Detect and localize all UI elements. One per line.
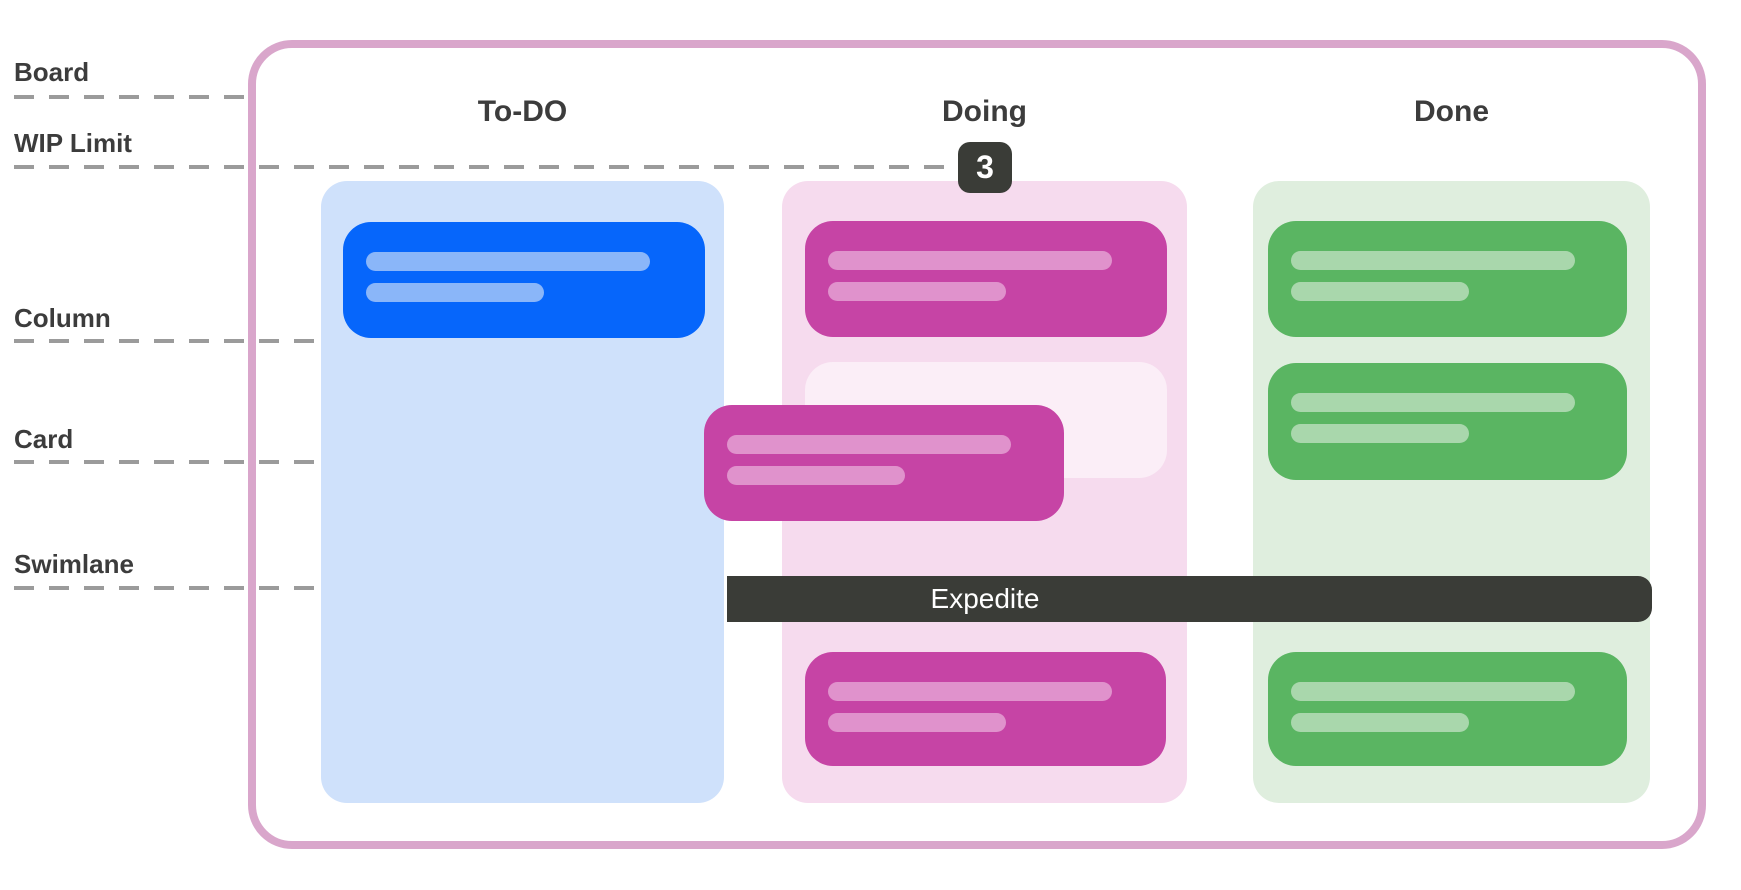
legend-swimlane-label: Swimlane [14, 549, 134, 579]
card-done-1 [1268, 221, 1627, 337]
legend-board-label: Board [14, 57, 90, 87]
wip-limit-pointer-line [14, 165, 961, 169]
swimlane-expedite-bar: Expedite [727, 576, 1652, 622]
card-dragged [704, 405, 1064, 521]
card-done-2 [1268, 363, 1627, 480]
card-done-3 [1268, 652, 1627, 766]
legend-wip-limit-label: WIP Limit [14, 128, 132, 158]
card-doing-2 [805, 652, 1166, 766]
card-pointer-line [14, 460, 321, 464]
card-text-line [828, 251, 1112, 270]
card-text-line [1291, 682, 1575, 701]
wip-limit-badge: 3 [958, 142, 1012, 193]
card-text-line [1291, 713, 1469, 732]
card-text-line [1291, 393, 1575, 412]
card-text-line [828, 282, 1006, 301]
card-doing-1 [805, 221, 1167, 337]
card-text-line [1291, 282, 1469, 301]
column-header-doing: Doing [942, 95, 1027, 128]
legend-card-label: Card [14, 424, 74, 454]
column-pointer-line [14, 339, 321, 343]
card-text-line [828, 682, 1112, 701]
column-header-todo: To-DO [477, 95, 568, 128]
column-header-done: Done [1414, 95, 1489, 128]
card-text-line [727, 466, 905, 485]
swimlane-pointer-line [14, 586, 321, 590]
card-text-line [828, 713, 1006, 732]
card-text-line [1291, 424, 1469, 443]
card-text-line [366, 252, 650, 271]
card-text-line [1291, 251, 1575, 270]
board-pointer-line [14, 95, 248, 99]
card-todo-1 [343, 222, 705, 338]
card-text-line [366, 283, 544, 302]
card-text-line [727, 435, 1011, 454]
legend-column-label: Column [14, 303, 111, 333]
swimlane-label: Expedite [930, 583, 1040, 614]
